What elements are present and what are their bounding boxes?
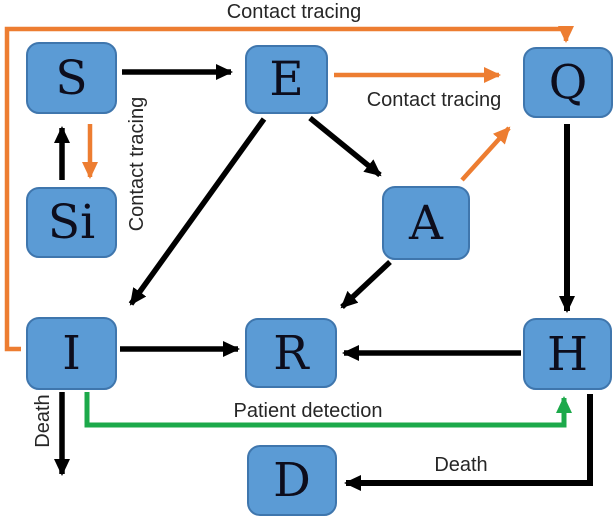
edge-label-contact-tracing-top: Contact tracing bbox=[226, 1, 362, 23]
edge-label-patient-detection: Patient detection bbox=[233, 400, 383, 422]
edge-label-contact-tracing-vertical: Contact tracing bbox=[126, 96, 148, 232]
edge-label-contact-tracing-mid: Contact tracing bbox=[366, 89, 502, 111]
edge-label-death-left: Death bbox=[32, 394, 54, 448]
node-r: R bbox=[245, 318, 337, 388]
node-q: Q bbox=[523, 47, 613, 118]
node-d: D bbox=[247, 445, 337, 516]
edge-label-death-bottom: Death bbox=[434, 454, 488, 476]
node-i: I bbox=[26, 317, 117, 390]
edge-a-q-arrow bbox=[460, 126, 511, 182]
edge-e-a-arrow bbox=[308, 115, 382, 178]
edge-a-r-arrow bbox=[340, 259, 392, 310]
node-si: Si bbox=[26, 187, 117, 258]
node-e: E bbox=[245, 45, 328, 114]
node-s: S bbox=[26, 42, 117, 114]
node-a: A bbox=[382, 186, 470, 260]
node-h: H bbox=[523, 318, 612, 390]
